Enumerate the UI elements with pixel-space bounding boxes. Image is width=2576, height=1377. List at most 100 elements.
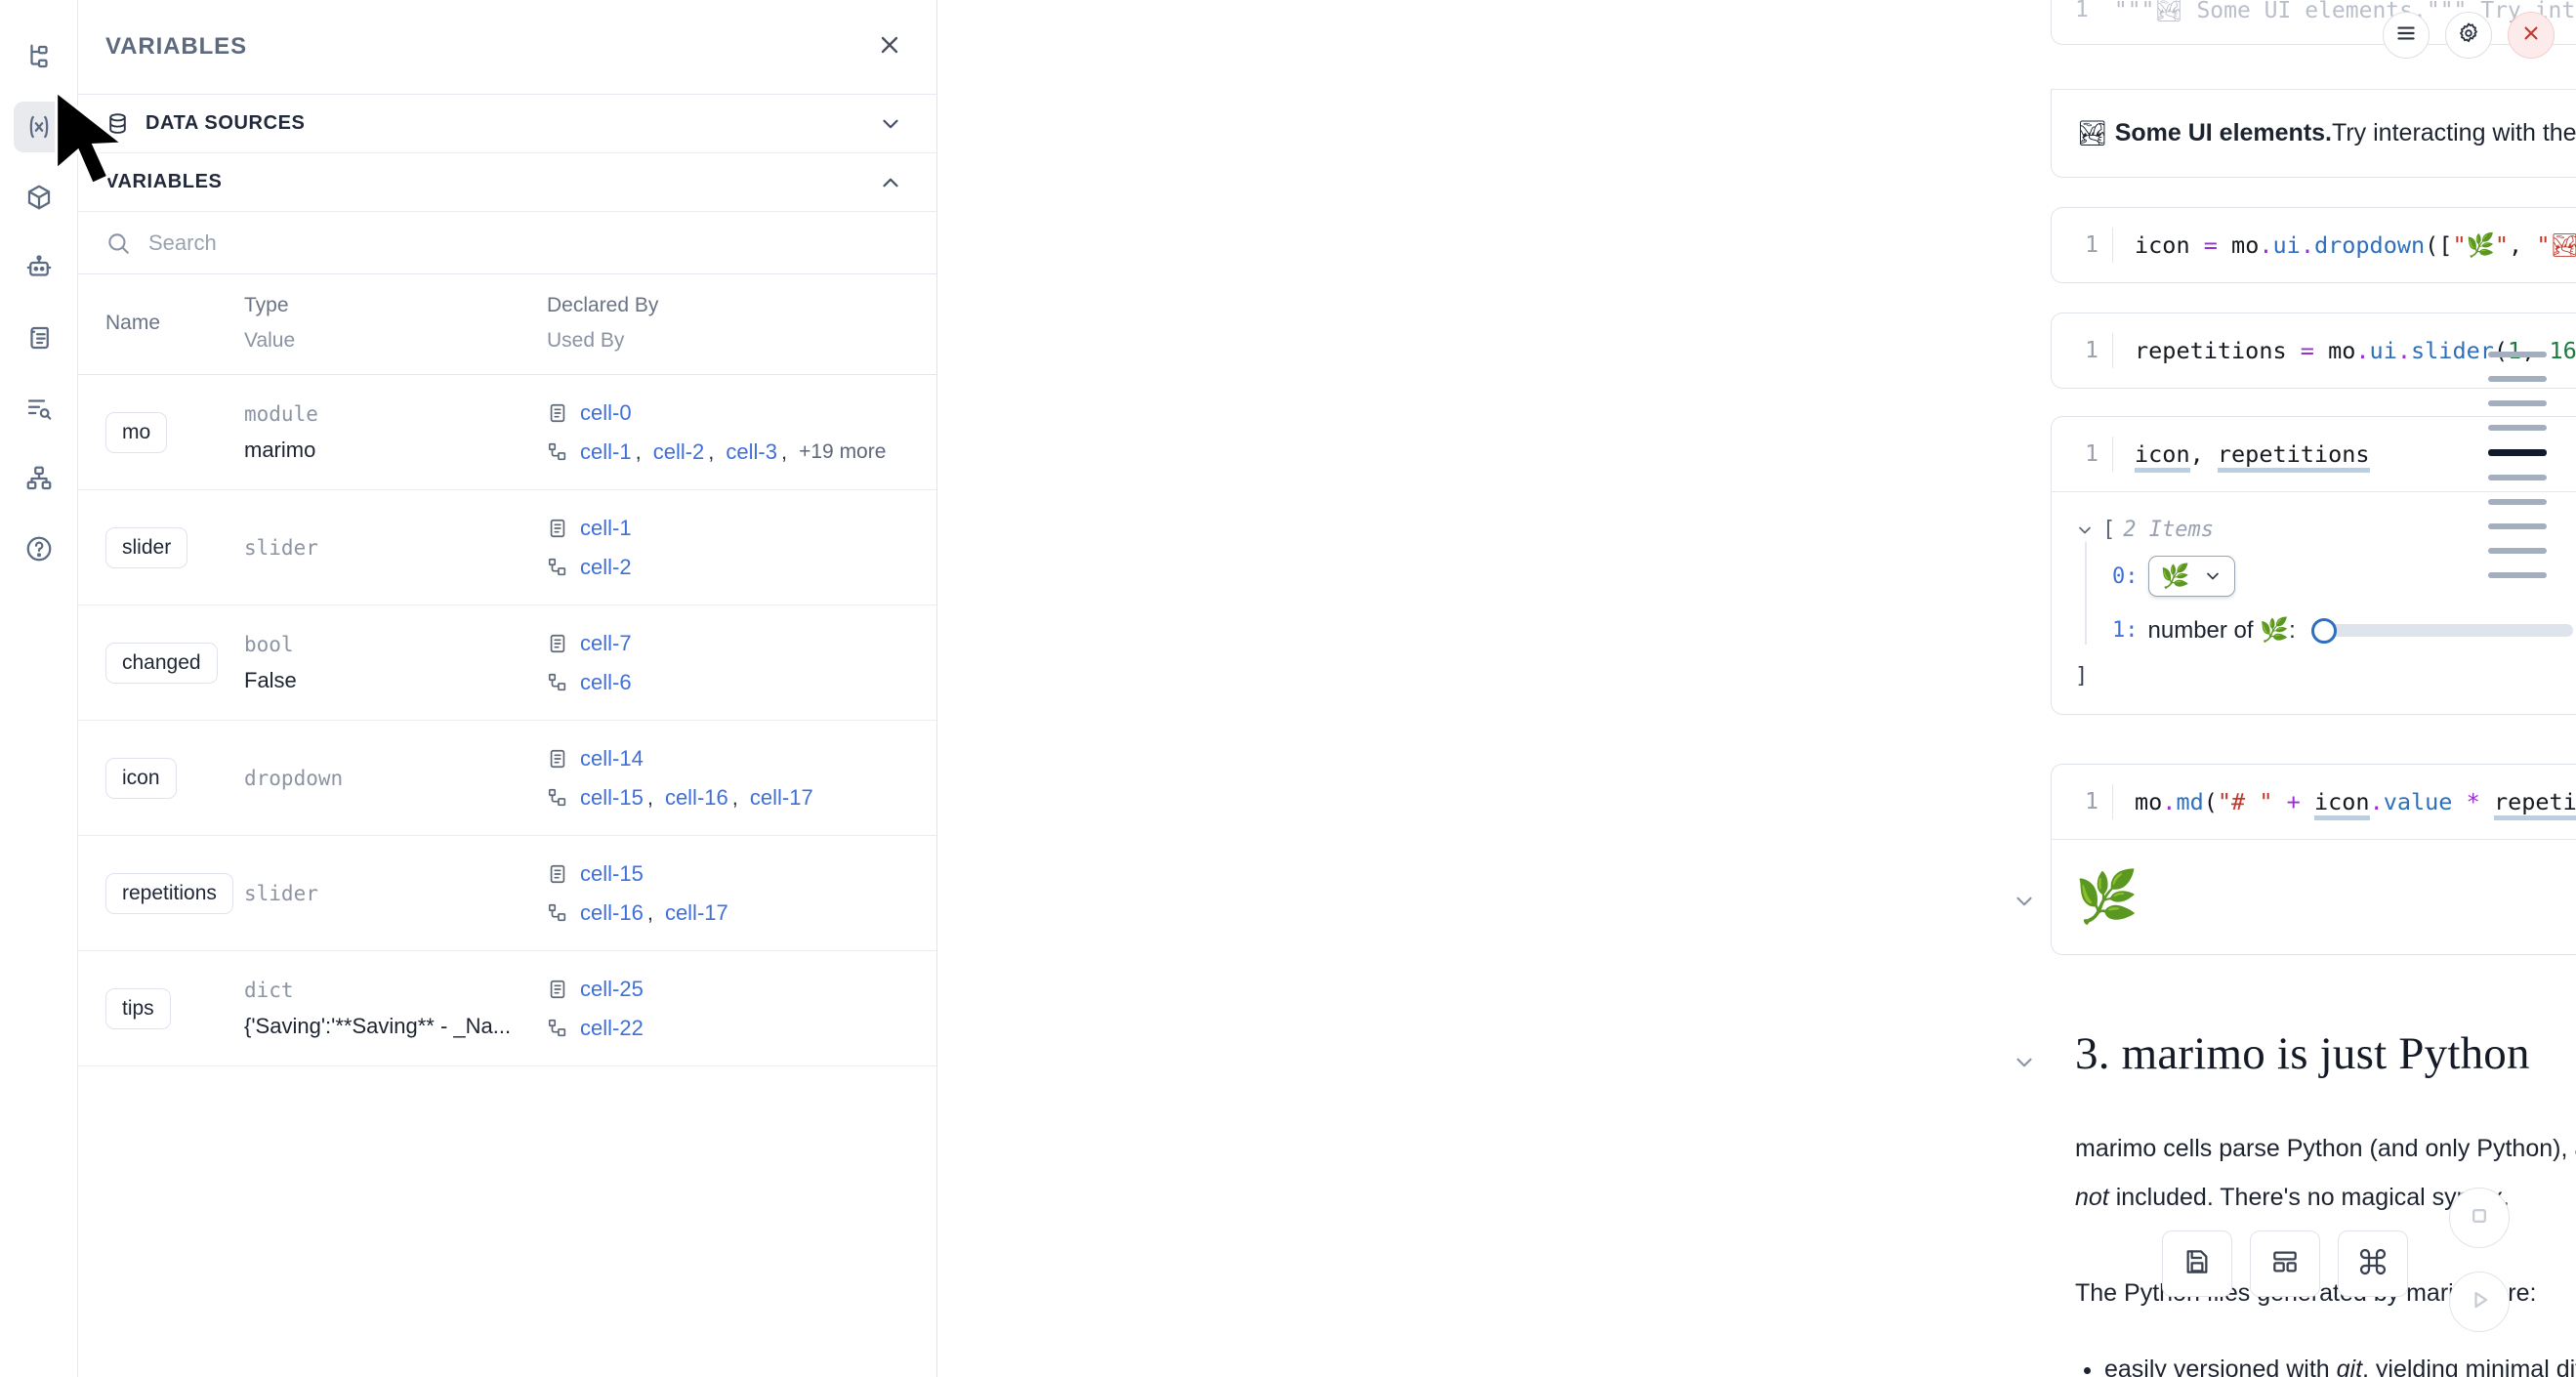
minimap-bar[interactable] <box>2488 523 2547 529</box>
cell-link[interactable]: cell-16 <box>580 899 644 925</box>
code-gutter-divider <box>2112 784 2113 819</box>
code-token: . <box>2355 337 2370 364</box>
command-icon <box>2357 1246 2389 1282</box>
list-output-header[interactable]: [ 2 Items <box>2075 518 2576 542</box>
code-token: repetitions <box>2135 337 2301 364</box>
command-palette-button[interactable] <box>2338 1231 2408 1297</box>
sidebar-item-ai-assistant[interactable] <box>14 242 64 293</box>
cell-collapse-toggle[interactable] <box>2012 889 2037 914</box>
sidebar-item-help[interactable] <box>14 523 64 574</box>
declared-by-row: cell-7 <box>547 624 927 663</box>
dropdown-widget[interactable]: 🌿 <box>2147 556 2236 597</box>
cell-link[interactable]: cell-1 <box>580 438 632 464</box>
minimap-bar[interactable] <box>2488 400 2547 406</box>
variable-name-chip[interactable]: mo <box>105 411 168 453</box>
menu-button[interactable] <box>2383 12 2430 59</box>
minimap-bar[interactable] <box>2488 499 2547 505</box>
minimap-bar[interactable] <box>2488 376 2547 382</box>
minimap-bar[interactable] <box>2488 572 2547 578</box>
code-dropdown[interactable]: icon = mo.ui.dropdown(["🌿", "🏞", "✨"], v… <box>2135 228 2576 263</box>
variable-name-chip[interactable]: changed <box>105 642 218 684</box>
code-token: , <box>2509 231 2537 259</box>
cell-link[interactable]: cell-15 <box>580 784 644 810</box>
code-token: ui <box>2272 231 2301 259</box>
panel-close-button[interactable] <box>876 31 903 63</box>
section-variables[interactable]: VARIABLES <box>78 153 936 212</box>
cell-markdown-render[interactable]: 1 mo.md("# " + icon.value * repetitions.… <box>2051 764 2576 955</box>
sidebar-item-packages[interactable] <box>14 172 64 223</box>
interrupt-button[interactable] <box>2449 1188 2510 1248</box>
used-by-row: cell-1,cell-2,cell-3,+19 more <box>547 433 927 472</box>
bottom-toolbar <box>2162 1231 2408 1297</box>
document-icon <box>547 748 568 770</box>
minimap-bar[interactable] <box>2488 352 2547 357</box>
sidebar-item-outline[interactable] <box>14 383 64 434</box>
code-token: . <box>2259 231 2273 259</box>
code-token <box>2480 788 2494 815</box>
list-bracket-open: [ <box>2102 518 2116 542</box>
cell-output-emoji: 🌿 <box>2052 839 2576 954</box>
document-icon <box>547 518 568 539</box>
cell-link[interactable]: cell-6 <box>580 669 632 694</box>
close-notebook-button[interactable] <box>2508 12 2555 59</box>
minimap[interactable] <box>2488 352 2547 578</box>
run-button[interactable] <box>2449 1272 2510 1332</box>
cell-variable-name: mo <box>78 411 244 453</box>
cell-link[interactable]: cell-2 <box>652 438 705 464</box>
slider-thumb[interactable] <box>2310 617 2337 644</box>
cell-link[interactable]: cell-22 <box>580 1015 644 1040</box>
minimap-bar[interactable] <box>2488 475 2547 480</box>
search-input[interactable] <box>148 230 909 256</box>
network-icon <box>547 672 568 693</box>
code-display[interactable]: icon, repetitions <box>2135 437 2370 473</box>
sidebar-item-file-explorer[interactable] <box>14 31 64 82</box>
minimap-bar[interactable] <box>2488 425 2547 431</box>
cell-variable-type-value: dict{'Saving':'**Saving** - _Na... <box>244 975 547 1043</box>
variable-name-chip[interactable]: tips <box>105 987 171 1029</box>
sidebar-item-dependencies[interactable] <box>14 453 64 504</box>
cell-link[interactable]: cell-1 <box>580 515 632 540</box>
code-token: icon <box>2313 788 2370 820</box>
heading-collapse-toggle[interactable] <box>2012 1050 2037 1075</box>
cell-link[interactable]: cell-16 <box>664 784 728 810</box>
cell-variable-name: repetitions <box>78 872 244 914</box>
sidebar-item-variables[interactable] <box>13 102 64 152</box>
minimap-bar[interactable] <box>2488 548 2547 554</box>
slider-label: number of 🌿: <box>2147 617 2296 644</box>
cell-link[interactable]: cell-0 <box>580 399 632 425</box>
dropdown-value: 🌿 <box>2160 563 2190 590</box>
leaf-emoji-icon: 🌿 <box>2075 867 2139 927</box>
list-item: 0: 🌿 <box>2112 556 2576 597</box>
cell-link[interactable]: cell-2 <box>580 554 632 579</box>
slider-track[interactable] <box>2328 624 2573 637</box>
code-markdown[interactable]: mo.md("# " + icon.value * repetitions.va… <box>2135 784 2576 820</box>
code-token: . <box>2369 788 2384 815</box>
cell-display[interactable]: 1 icon, repetitions [ 2 Items 0: <box>2051 416 2576 715</box>
minimap-bar-active[interactable] <box>2488 449 2547 456</box>
slider-widget[interactable] <box>2310 617 2573 644</box>
cell-link[interactable]: cell-17 <box>664 899 728 925</box>
cell-link[interactable]: cell-14 <box>580 745 644 771</box>
used-by-more-label[interactable]: +19 more <box>799 439 887 463</box>
cell-link[interactable]: cell-7 <box>580 630 632 655</box>
variable-name-chip[interactable]: icon <box>105 757 177 799</box>
variable-name-chip[interactable]: repetitions <box>105 872 233 914</box>
section-data-sources[interactable]: DATA SOURCES <box>78 95 936 153</box>
cell-link[interactable]: cell-3 <box>726 438 777 464</box>
cell-link[interactable]: cell-17 <box>749 784 813 810</box>
cell-link[interactable]: cell-15 <box>580 860 644 886</box>
save-button[interactable] <box>2162 1231 2232 1297</box>
settings-button[interactable] <box>2445 12 2492 59</box>
cell-link[interactable]: cell-25 <box>580 976 644 1001</box>
layout-button[interactable] <box>2250 1231 2320 1297</box>
sidebar-item-documentation[interactable] <box>14 313 64 363</box>
cell-dropdown[interactable]: 1 icon = mo.ui.dropdown(["🌿", "🏞", "✨"],… <box>2051 207 2576 283</box>
code-slider[interactable]: repetitions = mo.ui.slider(1, 16, label=… <box>2135 333 2576 368</box>
code-token: mo <box>2135 788 2163 815</box>
variable-name-chip[interactable]: slider <box>105 526 188 568</box>
separator: , <box>635 438 642 464</box>
